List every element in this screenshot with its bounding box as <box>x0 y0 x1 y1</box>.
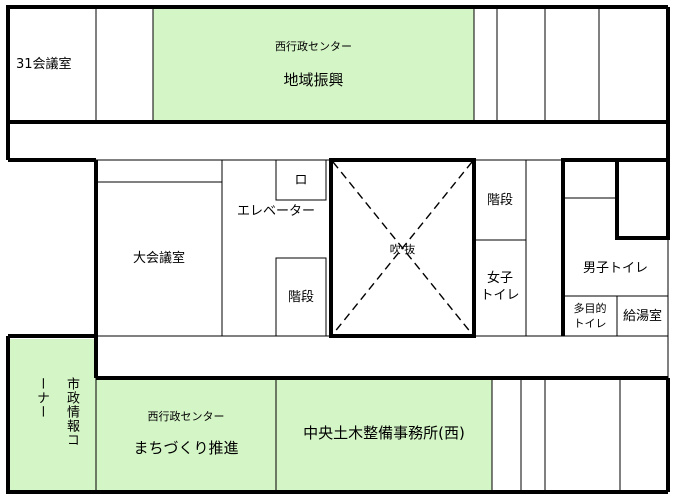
stairs-right-label: 階段 <box>486 193 513 208</box>
elevator-label: エレベーター <box>237 204 316 219</box>
floor-plan-lines <box>6 5 670 494</box>
atrium-label: 吹 抜 <box>389 243 416 256</box>
city-info-corner-label: 市政情報コーナー <box>34 377 79 447</box>
room-fill-west-admin-top <box>153 8 474 122</box>
room-fill-civil-office <box>276 378 492 492</box>
room-fill-west-admin-bottom <box>96 378 276 492</box>
west-admin-bottom-sub-label: 西行政センター <box>147 410 225 423</box>
mens-toilet-label: 男子トイレ <box>582 261 648 276</box>
great-hall-label: 大会議室 <box>132 251 185 266</box>
womens-toilet-label: 女子 トイレ <box>480 271 520 303</box>
room-fill-city-info <box>8 339 96 492</box>
civil-office-label: 中央土木整備事務所(西) <box>303 424 465 442</box>
multipurpose-toilet-label: 多目的 トイレ <box>573 302 607 330</box>
west-admin-top-main-label: 地域振興 <box>283 71 344 89</box>
stairs-left-label: 階段 <box>287 290 314 305</box>
west-admin-bottom-main-label: まちづくり推進 <box>133 439 239 457</box>
meeting-room-31-label: 31会議室 <box>16 57 72 72</box>
elevator-symbol: ロ <box>294 173 308 188</box>
west-admin-top-sub-label: 西行政センター <box>275 40 352 53</box>
kitchenette-label: 給湯室 <box>622 309 662 324</box>
